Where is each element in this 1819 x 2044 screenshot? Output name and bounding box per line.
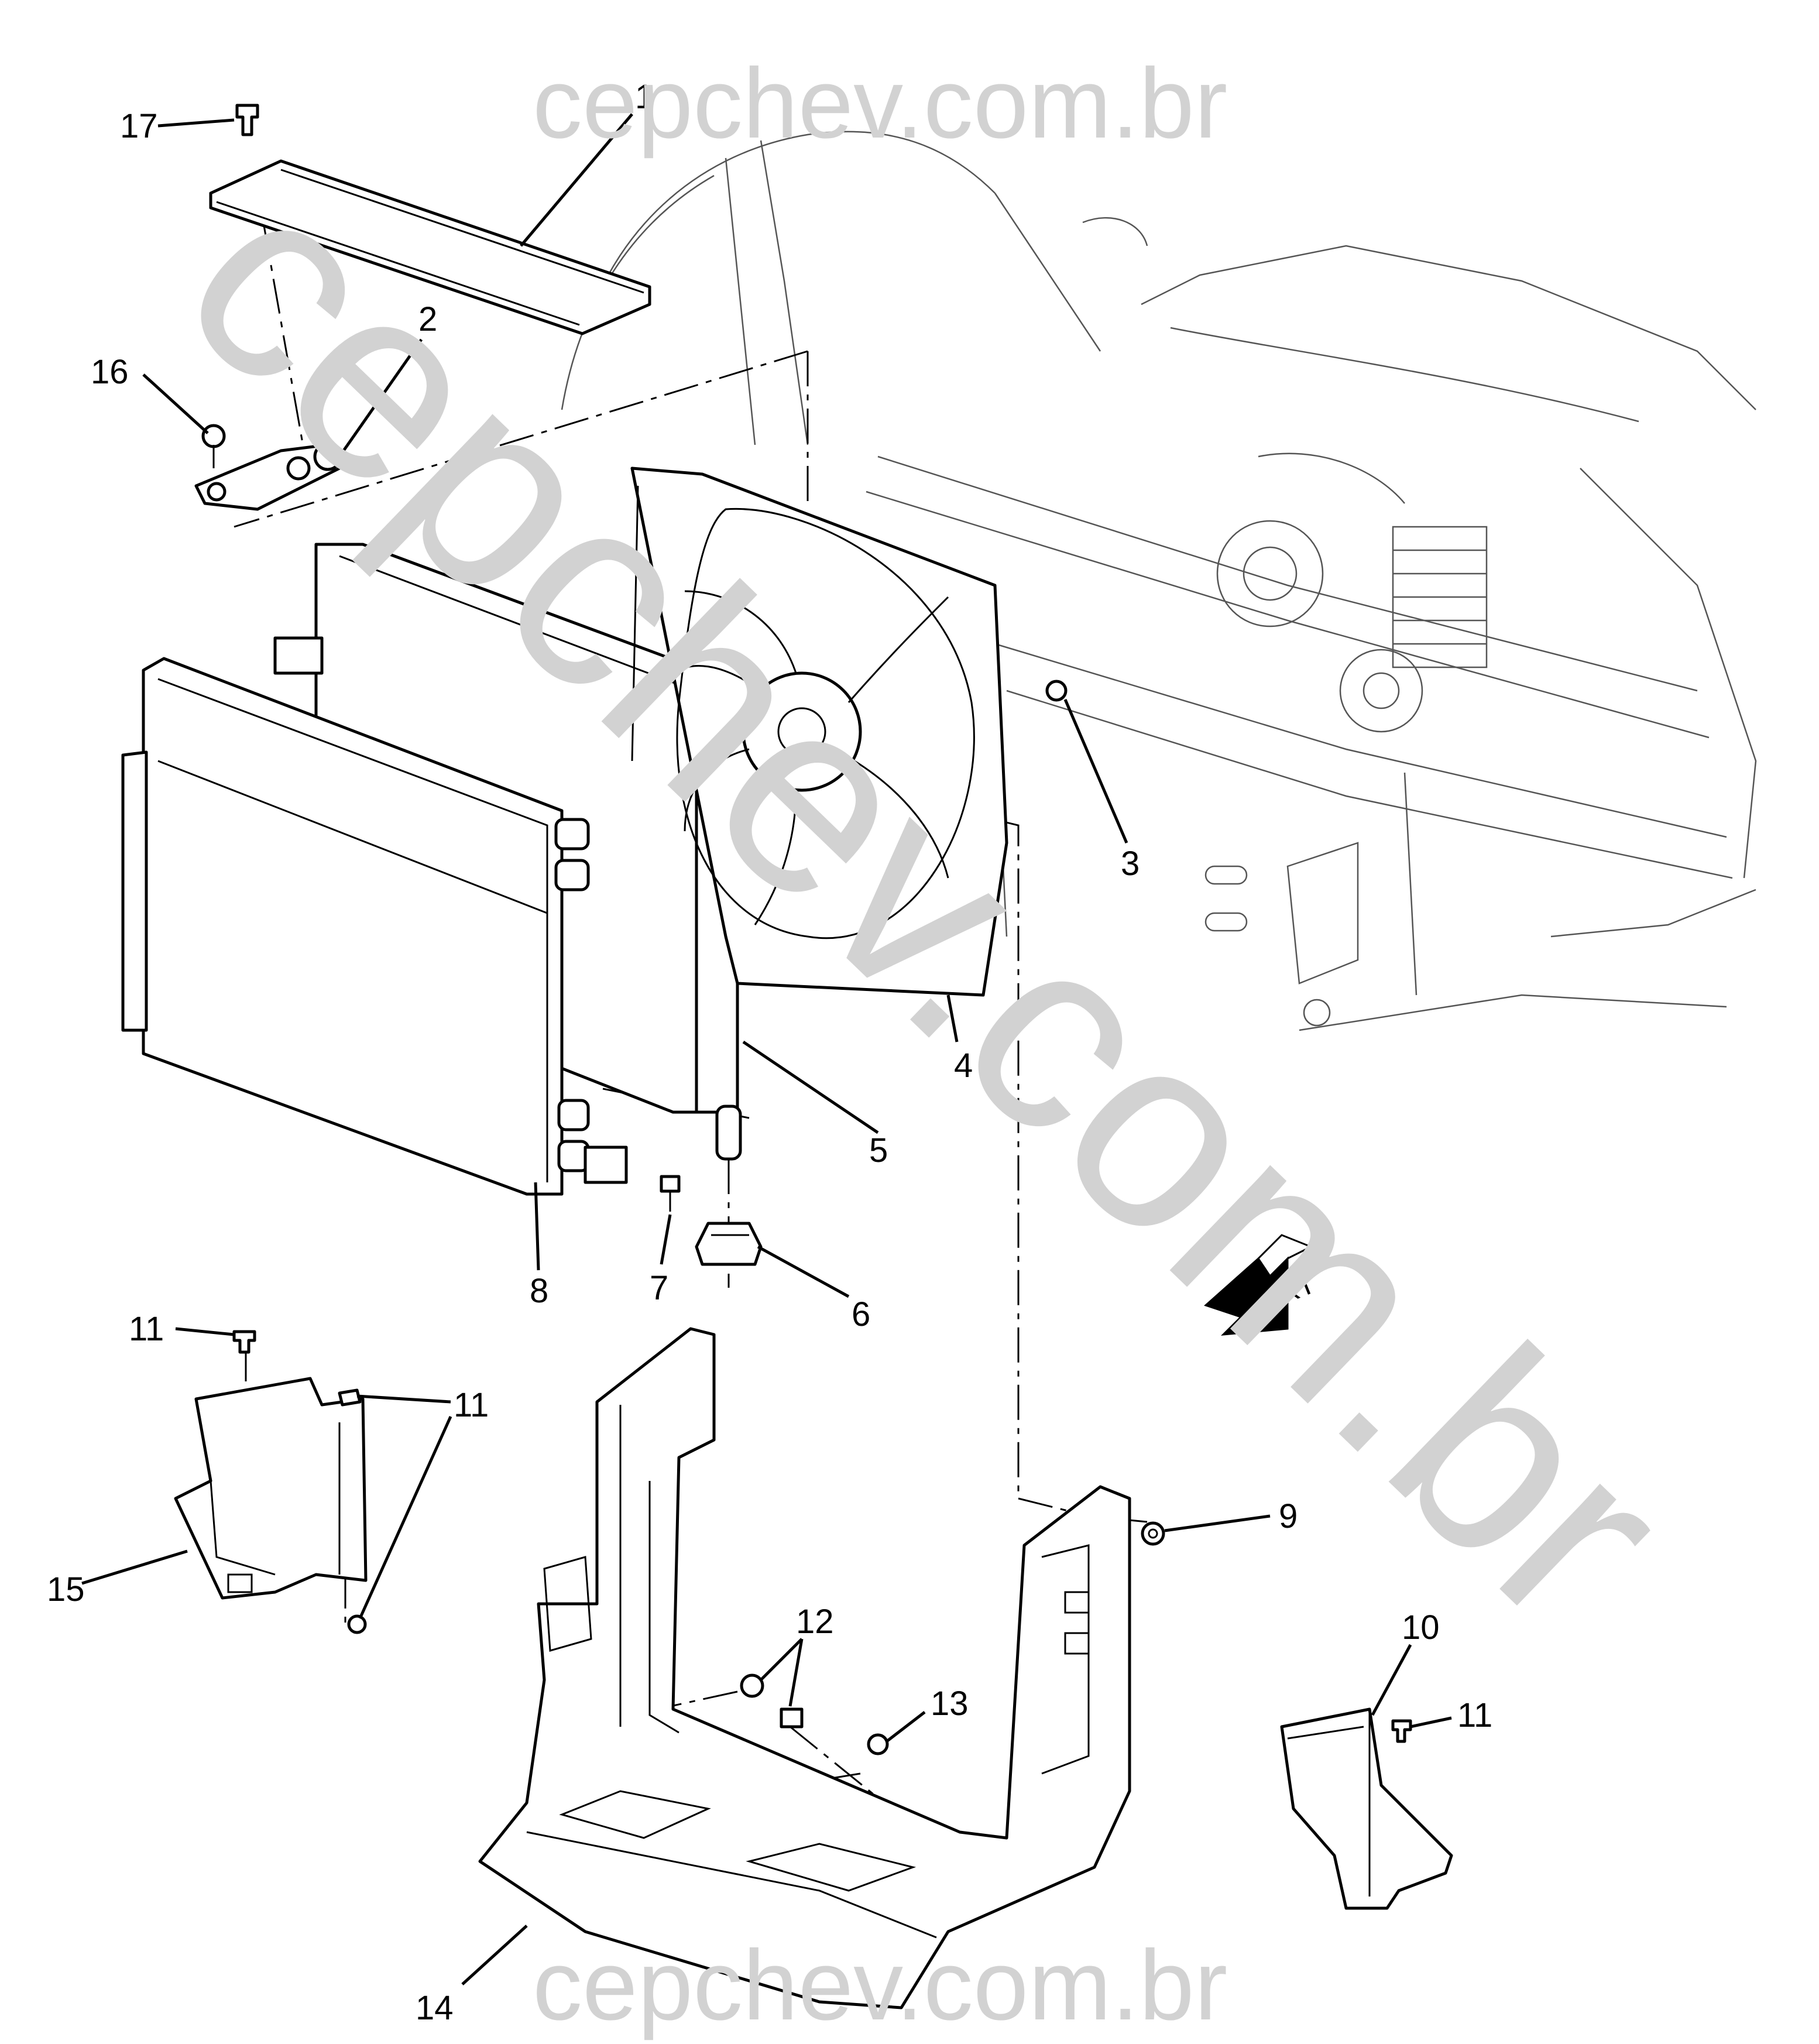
air-deflector-left bbox=[174, 1377, 368, 1600]
callout-5: 5 bbox=[869, 1131, 888, 1170]
front-arrow-icon bbox=[1204, 1234, 1313, 1336]
callout-2: 2 bbox=[418, 300, 437, 338]
callout-13: 13 bbox=[931, 1685, 969, 1723]
air-deflector-right bbox=[1280, 1707, 1453, 1910]
callout-8: 8 bbox=[530, 1272, 548, 1310]
callout-leader-lines bbox=[81, 113, 1452, 1985]
callout-10: 10 bbox=[1402, 1609, 1440, 1647]
callout-11-top: 11 bbox=[129, 1310, 164, 1348]
push-pin-fastener bbox=[232, 1330, 367, 1634]
radiator-upper-bracket bbox=[194, 442, 342, 511]
ac-condenser bbox=[121, 657, 628, 1196]
callout-9: 9 bbox=[1279, 1497, 1298, 1535]
shroud-retainer-nut bbox=[1045, 680, 1068, 702]
push-pin-fastener bbox=[1391, 1719, 1412, 1743]
lower-air-deflector bbox=[478, 1327, 1131, 2009]
bracket-bolt bbox=[201, 424, 226, 468]
push-pin-fastener bbox=[235, 104, 259, 136]
callout-11-left: 11 bbox=[454, 1386, 489, 1424]
callout-7: 7 bbox=[650, 1269, 668, 1307]
air-baffle-upper bbox=[209, 159, 651, 335]
callout-12: 12 bbox=[796, 1603, 834, 1641]
callout-16: 16 bbox=[91, 353, 129, 391]
radiator-lower-insulator bbox=[695, 1222, 763, 1266]
callout-6: 6 bbox=[852, 1295, 870, 1333]
callout-labels: 1 2 3 4 5 6 7 8 9 10 11 11 11 12 13 14 1… bbox=[47, 78, 1492, 2027]
callout-3: 3 bbox=[1121, 845, 1140, 883]
callout-11-right: 11 bbox=[1457, 1696, 1492, 1734]
callout-17: 17 bbox=[120, 107, 158, 145]
vehicle-front-structure bbox=[561, 131, 1757, 1031]
deflector-fasteners bbox=[740, 1673, 889, 1755]
cooling-fan-shroud bbox=[630, 467, 1008, 997]
callout-15: 15 bbox=[47, 1570, 85, 1609]
callout-14: 14 bbox=[416, 1989, 454, 2027]
watermark-bottom: cepchev.com.br bbox=[533, 1930, 1227, 2041]
watermark-top: cepchev.com.br bbox=[533, 48, 1227, 159]
deflector-grommet bbox=[1141, 1521, 1165, 1546]
callout-1: 1 bbox=[635, 78, 654, 116]
front-direction-indicator: FRT bbox=[1204, 1234, 1320, 1336]
condenser-bolt bbox=[660, 1175, 681, 1212]
callout-4: 4 bbox=[954, 1047, 973, 1085]
